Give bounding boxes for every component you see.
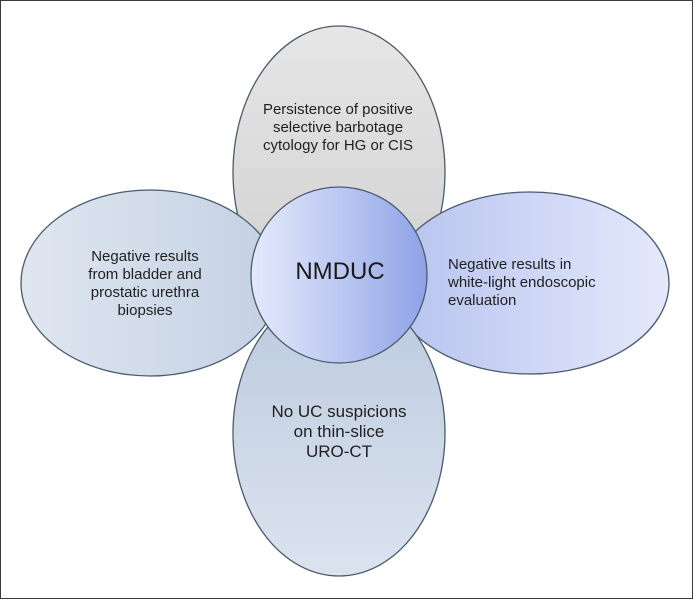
label-bottom-line: on thin-slice xyxy=(293,422,385,441)
label-left-line: prostatic urethra xyxy=(90,284,200,301)
label-top: Persistence of positive selective barbot… xyxy=(242,101,434,155)
label-right-line: evaluation xyxy=(448,292,517,309)
center-circle xyxy=(250,186,428,364)
label-bottom-line: URO-CT xyxy=(305,442,373,461)
label-right: Negative results in white-light endoscop… xyxy=(448,256,648,310)
label-bottom-line: No UC suspicions xyxy=(271,402,407,421)
label-bottom: No UC suspicions on thin-slice URO-CT xyxy=(246,402,432,462)
label-left-line: biopsies xyxy=(117,302,173,319)
label-right-line: white-light endoscopic xyxy=(448,274,596,291)
label-top-line: cytology for HG or CIS xyxy=(262,137,414,154)
center-label: NMDUC xyxy=(295,258,385,285)
label-left-line: Negative results xyxy=(91,248,199,265)
label-top-line: selective barbotage xyxy=(272,119,404,136)
label-top-line: Persistence of positive xyxy=(262,101,414,118)
label-right-line: Negative results in xyxy=(448,256,572,273)
label-left: Negative results from bladder and prosta… xyxy=(60,248,230,320)
label-left-line: from bladder and xyxy=(88,266,202,283)
